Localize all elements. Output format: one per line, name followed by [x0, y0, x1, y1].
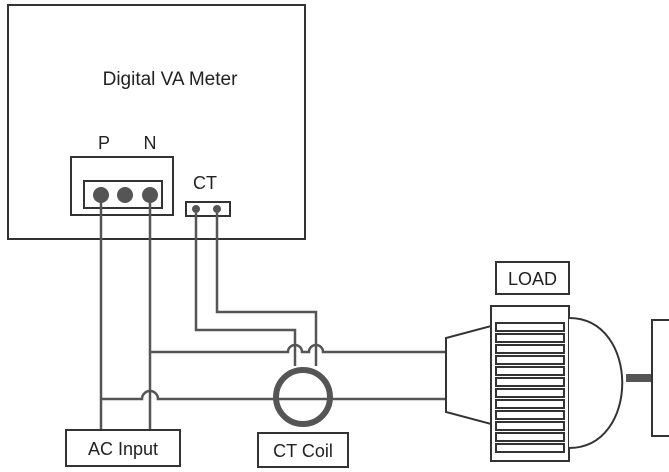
motor-rear-dome: [568, 317, 624, 449]
ac-input-label: AC Input: [88, 439, 158, 459]
ct-coil-label: CT Coil: [273, 441, 333, 461]
wire-ct-2: [215, 213, 318, 366]
ac-input-label-box: [65, 429, 181, 467]
terminal-n: [142, 187, 158, 203]
ct-coil-label-box: [257, 432, 349, 468]
ct-terminal-1: [192, 205, 200, 213]
wire-ct-1: [194, 213, 297, 366]
load-label-box: [495, 261, 570, 295]
driven-load-block: [651, 319, 669, 437]
motor-fins: [495, 322, 565, 453]
terminal-ct-label: CT: [193, 173, 217, 193]
terminal-p-label: P: [98, 133, 110, 153]
motor-end-cap: [445, 324, 492, 426]
ct-coil-ring: [273, 367, 333, 427]
wire-supply-lower: [101, 389, 446, 401]
load-label: LOAD: [508, 269, 557, 289]
meter-title: Digital VA Meter: [103, 69, 238, 90]
wire-supply-upper: [150, 343, 446, 354]
terminal-middle: [117, 187, 133, 203]
terminal-n-label: N: [144, 133, 157, 153]
motor-shaft: [626, 374, 654, 382]
terminal-p: [93, 187, 109, 203]
ct-terminal-2: [213, 205, 221, 213]
